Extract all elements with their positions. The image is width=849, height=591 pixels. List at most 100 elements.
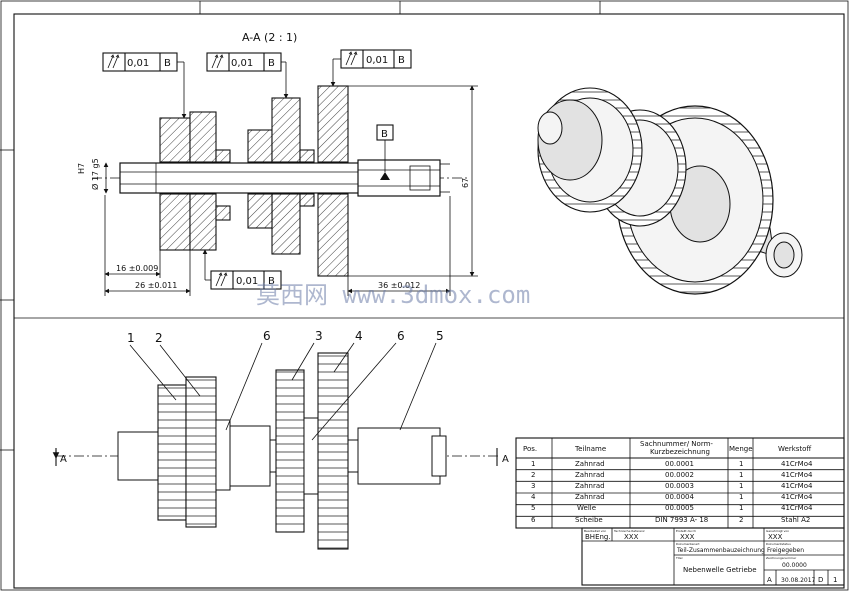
dim-16: 16 ±0.009 [116,264,158,273]
tb-gepr: XXX [624,533,639,541]
bom-cell-qty: 1 [739,460,743,468]
bom-row: 6 Scheibe DIN 7993 A- 18 2 Stahl A2 [531,516,810,524]
tb-number: 00.0000 [782,562,807,569]
fcf-2-datum: B [268,58,275,69]
bom-row: 4 Zahnrad 00.0004 1 41CrMo4 [531,493,813,501]
fcf-1-datum: B [164,58,171,69]
bom-cell-qty: 1 [739,482,743,490]
balloon-5: 5 [436,329,444,343]
bom-row: 5 Welle 00.0005 1 41CrMo4 [531,504,813,512]
section-mark-right: A [502,454,509,465]
tb-erst-label: Erstellt durch [676,529,696,533]
tb-bearb: BHEng. [585,533,611,541]
bom-cell-number: 00.0004 [665,493,694,501]
bom-cell-material: 41CrMo4 [781,471,813,479]
tb-number-label: Zeichnungsnummer [766,556,797,560]
dim-67: 67 [461,178,470,188]
bom-cell-name: Zahnrad [575,493,605,501]
bom-row: 1 Zahnrad 00.0001 1 41CrMo4 [531,460,813,468]
bom-cell-name: Zahnrad [575,482,605,490]
bom-cell-pos: 1 [531,460,535,468]
section-title: A-A (2 : 1) [242,31,297,44]
tb-genehm-label: Genehmigt von [766,529,789,533]
fcf-1: 0,01 B [102,52,187,119]
dim-fit: H7 [77,163,86,174]
bom-header-qty: Menge [729,445,753,453]
dim-36: 36 ±0.012 [378,281,420,290]
bom-row: 3 Zahnrad 00.0003 1 41CrMo4 [531,482,813,490]
tb-title: Nebenwelle Getriebe [683,566,757,574]
fcf-1-tol: 0,01 [127,58,149,69]
bom-cell-qty: 2 [739,516,743,524]
bom-cell-qty: 1 [739,493,743,501]
bom-header-pos: Pos. [523,445,537,453]
tb-genehm: XXX [768,533,783,541]
bom-cell-pos: 6 [531,516,536,524]
bom-cell-material: 41CrMo4 [781,482,813,490]
fcf-3-tol: 0,01 [366,55,388,66]
tb-title-label: Titel [675,556,683,560]
tb-gepr-label: Technische Referenz [613,529,645,533]
watermark: 莫西网 www.3dmox.com [256,281,530,309]
datum-b-label: B [381,129,388,140]
dimension-lines [103,85,478,296]
bom-header-material: Werkstoff [778,445,811,453]
bom-cell-material: 41CrMo4 [781,504,813,512]
tb-rev: A [767,576,772,584]
fcf-2-tol: 0,01 [231,58,253,69]
bom-cell-number: 00.0003 [665,482,694,490]
bom-cell-material: 41CrMo4 [781,460,813,468]
dim-26: 26 ±0.011 [135,281,177,290]
tb-doc: Teil-Zusammenbauzeichnung [676,547,765,554]
bom-cell-material: 41CrMo4 [781,493,813,501]
fcf-4: 0,01 B [202,249,282,290]
bom-cell-pos: 2 [531,471,535,479]
assembly-view: A A 1 2 6 3 4 6 5 [52,329,509,550]
bom-cell-name: Zahnrad [575,460,605,468]
fcf-3: 0,01 B [330,49,412,87]
tb-sheet: 1 [833,576,837,584]
tb-bearb-label: Bearbeitet von [584,529,606,533]
title-block: Bearbeitet von BHEng. Technische Referen… [581,527,845,586]
bom-cell-pos: 5 [531,504,535,512]
balloon-6a: 6 [263,329,271,343]
bom-row: 2 Zahnrad 00.0002 1 41CrMo4 [531,471,813,479]
fcf-3-datum: B [398,55,405,66]
tb-status: Freigegeben [767,547,804,554]
bom-header-name: Teilname [574,445,606,453]
bom-table: Pos. Teilname Sachnummer/ Norm- Kurzbeze… [515,437,845,529]
bom-cell-name: Zahnrad [575,471,605,479]
tb-date: 30.08.2017 [781,577,816,584]
bom-cell-number: 00.0001 [665,460,694,468]
bom-header-number-2: Kurzbezeichnung [650,448,710,456]
tb-doc-label: Dokumentenart [676,542,700,546]
fcf-2: 0,01 B [206,52,289,99]
bom-cell-number: 00.0005 [665,504,694,512]
bom-cell-pos: 4 [531,493,536,501]
fcf-4-datum: B [268,276,275,287]
bom-cell-pos: 3 [531,482,535,490]
bom-cell-number: DIN 7993 A- 18 [655,516,708,524]
bom-cell-name: Welle [577,504,596,512]
balloon-4: 4 [355,329,363,343]
balloon-6b: 6 [397,329,405,343]
isometric-view [537,87,803,295]
bom-cell-material: Stahl A2 [781,516,810,524]
section-view: A-A (2 : 1) B [77,31,478,296]
balloon-2: 2 [155,331,163,345]
bom-cell-number: 00.0002 [665,471,694,479]
balloon-3: 3 [315,329,323,343]
dim-diameter: Ø 17 g5 [90,158,100,190]
bom-cell-qty: 1 [739,504,743,512]
fcf-4-tol: 0,01 [236,276,258,287]
section-mark-left: A [60,454,67,465]
bom-cell-name: Scheibe [575,516,603,524]
tb-status-label: Dokumentstatus [766,542,791,546]
tb-erst: XXX [680,533,695,541]
bom-header-number: Sachnummer/ Norm- [640,440,713,448]
tb-lang: D [818,576,823,584]
balloon-1: 1 [127,331,135,345]
bom-cell-qty: 1 [739,471,743,479]
